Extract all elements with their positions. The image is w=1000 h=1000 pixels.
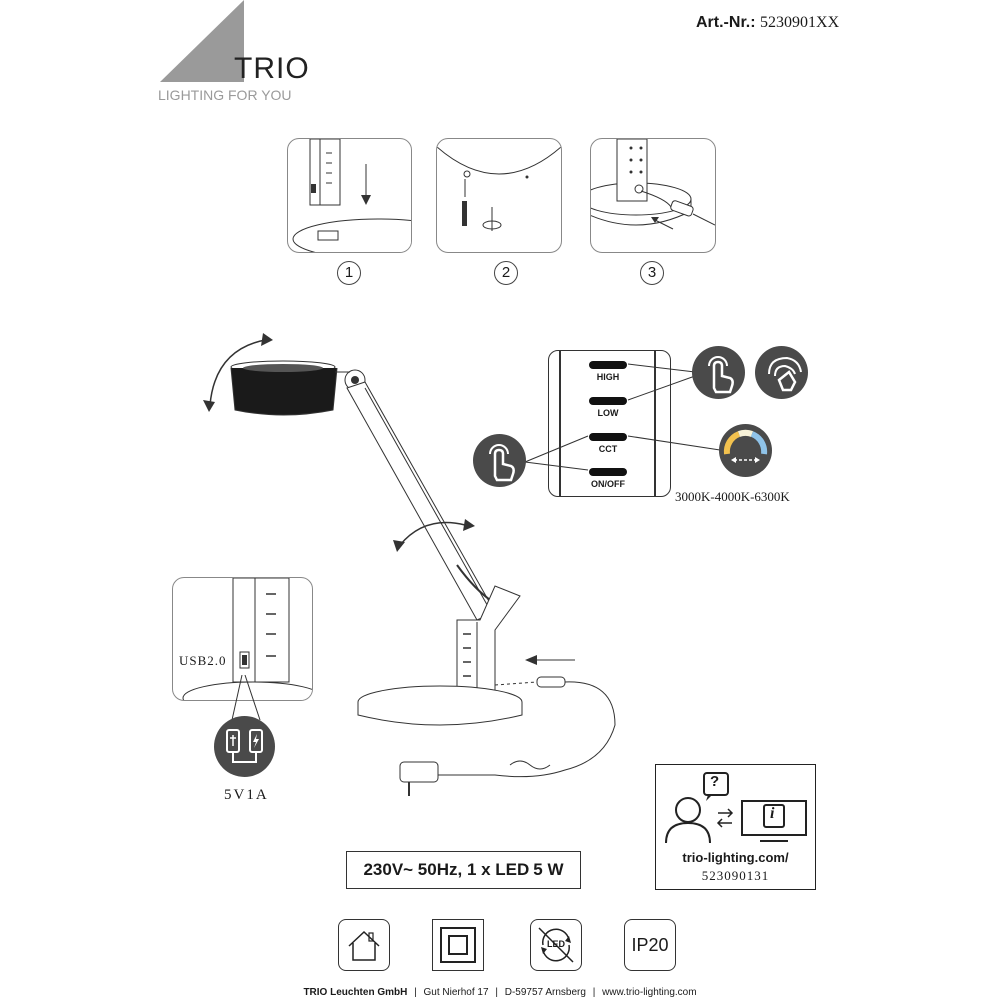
footer-sep-2: | <box>495 987 498 998</box>
control-panel-right-border <box>654 351 656 496</box>
control-pointer-lines <box>524 363 721 471</box>
usb-detail-illustration <box>182 578 312 700</box>
usb-charge-icon <box>214 716 275 777</box>
step-2-panel <box>436 138 562 253</box>
cct-range-label: 3000K-4000K-6300K <box>675 489 790 504</box>
led-icon <box>538 927 574 963</box>
touch-power-icon <box>473 434 526 487</box>
footer: TRIO Leuchten GmbH | Gut Nierhof 17 | D-… <box>0 987 1000 998</box>
led-not-replaceable-symbol: LED <box>530 919 582 971</box>
step-1-number: 1 <box>337 261 361 285</box>
specs-wattage-value: 5 W <box>533 860 563 880</box>
double-square-icon <box>440 927 476 963</box>
step-3-illustration <box>591 139 715 230</box>
specs-wattage-number: 5 W <box>533 860 564 879</box>
control-panel-left-border <box>559 351 561 496</box>
usb-detail-panel: USB2.0 <box>172 577 313 701</box>
step-3-panel <box>590 138 716 253</box>
ip-rating-symbol: IP20 <box>624 919 676 971</box>
usb-port-label: USB2.0 <box>179 653 227 668</box>
article-number: Art.-Nr.: 5230901XX <box>696 14 839 32</box>
low-label: LOW <box>597 408 619 418</box>
on-off-button[interactable] <box>589 468 627 476</box>
usb-pointer-lines <box>231 675 261 721</box>
high-label: HIGH <box>596 372 620 382</box>
footer-sep-3: | <box>592 987 596 998</box>
low-button[interactable] <box>589 397 627 405</box>
usb-output-label: 5V1A <box>224 787 269 803</box>
high-button[interactable] <box>589 361 627 369</box>
cct-color-icon <box>719 424 772 477</box>
touch-hold-icon <box>755 346 808 399</box>
article-value: 5230901XX <box>760 14 840 31</box>
step-3-number: 3 <box>640 261 664 285</box>
brand-name: TRIO <box>234 52 310 85</box>
footer-city: D-59757 Arnsberg <box>504 987 586 998</box>
specs-box: 230V~ 50Hz, 1 x LED 5 W <box>346 851 581 889</box>
info-i-mark: i <box>770 805 775 822</box>
indoor-use-symbol <box>338 919 390 971</box>
footer-web[interactable]: www.trio-lighting.com <box>602 987 697 998</box>
lamp-illustration <box>203 333 616 796</box>
info-code: 523090131 <box>701 868 770 883</box>
brand-tagline: LIGHTING FOR YOU <box>158 87 292 103</box>
house-icon <box>348 930 380 961</box>
info-illustration <box>665 772 807 844</box>
logo-triangle <box>160 0 244 82</box>
footer-address: Gut Nierhof 17 <box>423 987 489 998</box>
specs-main: 230V~ 50Hz, 1 x LED <box>363 860 530 879</box>
footer-sep-1: | <box>414 987 417 998</box>
control-panel: HIGH LOW CCT ON/OFF <box>548 350 671 497</box>
step-1-panel <box>287 138 412 253</box>
cct-button[interactable] <box>589 433 627 441</box>
info-url[interactable]: trio-lighting.com/ <box>682 850 789 865</box>
brand-logo: TRIO LIGHTING FOR YOU <box>158 0 310 105</box>
cct-label: CCT <box>598 444 618 454</box>
step-2-illustration <box>437 146 561 231</box>
info-question-mark: ? <box>710 773 720 790</box>
article-label: Art.-Nr.: <box>696 14 756 31</box>
touch-tap-icon <box>692 346 745 399</box>
step-2-number: 2 <box>494 261 518 285</box>
led-symbol-label: LED <box>547 939 565 949</box>
info-box: ? i trio-lighting.com/ 523090131 <box>655 764 816 890</box>
footer-company: TRIO Leuchten GmbH <box>303 987 408 998</box>
on-off-label: ON/OFF <box>591 479 625 489</box>
step-1-illustration <box>292 139 411 252</box>
protection-class-ii-symbol <box>432 919 484 971</box>
ip-rating-label: IP20 <box>631 934 669 955</box>
